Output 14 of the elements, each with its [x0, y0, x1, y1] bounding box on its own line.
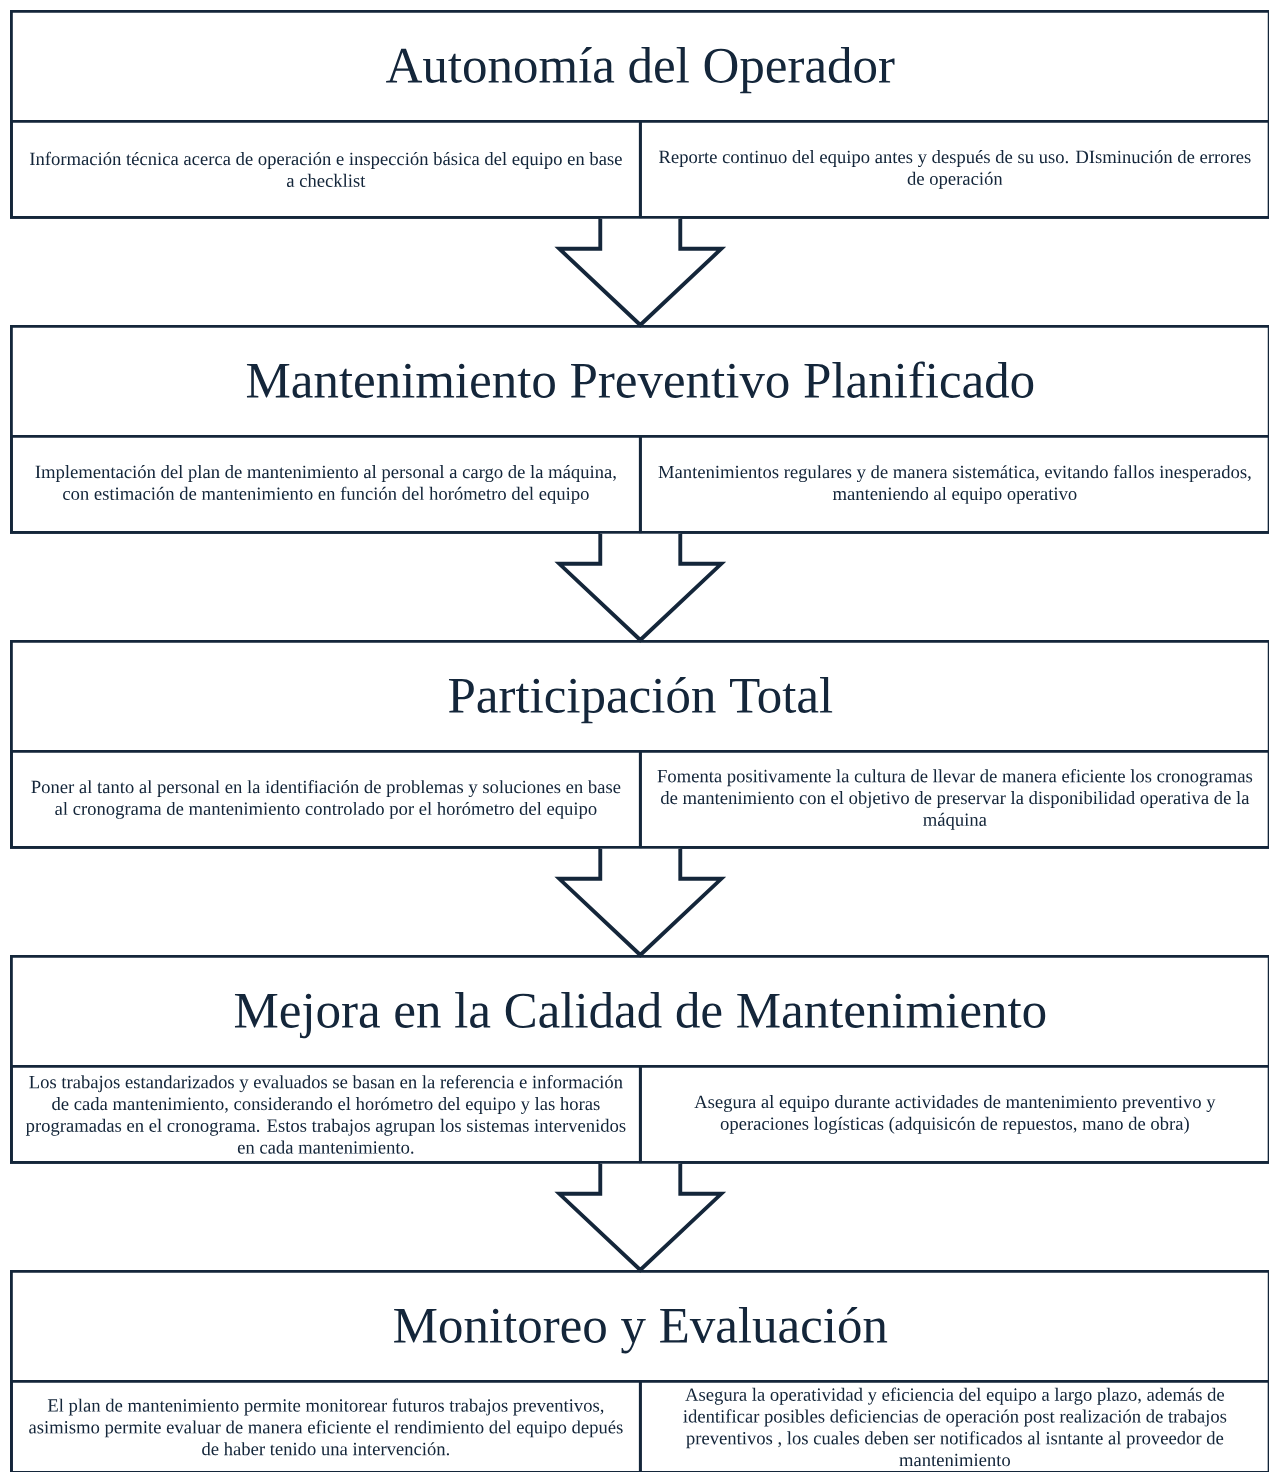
block-arrow — [554, 1161, 727, 1273]
block-arrow — [554, 846, 727, 958]
description-box: Asegura al equipo durante actividades de mantenimiento preventivo y operaciones logísticas (adquisicón de repuestos, mano de obra) — [639, 1065, 1269, 1164]
description-box: Fomenta positivamente la cultura de llevar de manera eficiente los cronogramas de mantenimiento con el objetivo de preservar la disponibilidad operativa de la máquina — [639, 750, 1269, 849]
description-box: Información técnica acerca de operación e inspección básica del equipo en base a checklist — [10, 120, 642, 219]
description-box: Mantenimientos regulares y de manera sistemática, evitando fallos inesperados, manteniendo al equipo operativo — [639, 435, 1269, 534]
block-arrow — [554, 216, 727, 328]
description-box: Los trabajos estandarizados y evaluados se basan en la referencia e información de cada mantenimiento, considerando el horómetro del equipo y las horas programadas en el cronograma. Estos trabajos agrupan los sistemas intervenidos en cada mantenimiento. — [10, 1065, 642, 1164]
description-box: Asegura la operatividad y eficiencia del equipo a largo plazo, además de identificar posibles deficiencias de operación post realización de trabajos preventivos , los cuales deben ser notificados al isntante al proveedor de mantenimiento — [639, 1380, 1269, 1472]
description-box: Implementación del plan de mantenimiento al personal a cargo de la máquina, con estimación de mantenimiento en función del horómetro del equipo — [10, 435, 642, 534]
description-box: El plan de mantenimiento permite monitorear futuros trabajos preventivos, asimismo permite evaluar de manera eficiente el rendimiento del equipo depués de haber tenido una intervención. — [10, 1380, 642, 1472]
description-box: Reporte continuo del equipo antes y después de su uso. DIsminución de errores de operación — [639, 120, 1269, 219]
description-box: Poner al tanto al personal en la identifiación de problemas y soluciones en base al cronograma de mantenimiento controlado por el horómetro del equipo — [10, 750, 642, 849]
block-arrow — [554, 531, 727, 643]
